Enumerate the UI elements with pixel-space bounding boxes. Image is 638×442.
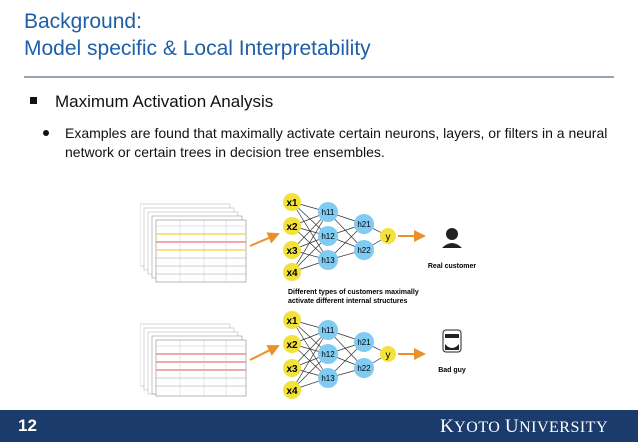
activation-figure: x1 x2 x3 x4 h11 h12 h13 h21 h22 y Real c… — [139, 190, 490, 400]
node-label: h22 — [357, 246, 371, 255]
node-label: h11 — [322, 208, 335, 217]
node-label: h22 — [357, 364, 371, 373]
node-label: y — [386, 232, 391, 243]
figure-svg: x1 x2 x3 x4 h11 h12 h13 h21 h22 y Real c… — [139, 193, 477, 399]
page-number: 12 — [18, 416, 37, 435]
uni-k: K — [439, 416, 455, 437]
bottom-data-table-stack — [139, 323, 247, 397]
node-label: x3 — [286, 364, 298, 375]
top-network-edges — [291, 201, 389, 273]
university-logo-text: KYOTO UNIVERSITY — [440, 416, 608, 438]
top-input-nodes: x1 x2 x3 x4 — [283, 193, 301, 281]
node-label: h21 — [357, 220, 371, 229]
bottom-network-edges — [291, 319, 389, 391]
bullet-1-text: Maximum Activation Analysis — [55, 92, 274, 111]
bottom-input-arrow — [249, 345, 280, 361]
node-label: x4 — [286, 268, 298, 279]
bottom-output-node — [380, 346, 396, 362]
top-hidden-nodes: h11 h12 h13 h21 h22 — [318, 202, 374, 270]
node-label: h11 — [322, 326, 335, 335]
uni-niversity: NIVERSITY — [519, 419, 608, 436]
node-label: h13 — [321, 256, 335, 265]
caption-line-2: activate different internal structures — [288, 298, 408, 305]
node-label: h21 — [357, 338, 371, 347]
real-customer-label: Real customer — [428, 263, 477, 270]
node-label: x1 — [286, 198, 298, 209]
node-label: x1 — [286, 316, 298, 327]
node-label: x2 — [286, 340, 298, 351]
title-divider — [24, 76, 614, 78]
node-label: x3 — [286, 246, 298, 257]
footer-bar: 12 KYOTO UNIVERSITY — [0, 410, 638, 442]
real-customer-icon — [442, 228, 462, 248]
top-output-node — [380, 228, 396, 244]
slide-title: Background: Model specific & Local Inter… — [24, 8, 371, 62]
uni-yoto: YOTO — [454, 419, 505, 436]
round-bullet-icon — [43, 130, 49, 136]
bad-guy-label: Bad guy — [438, 367, 466, 374]
node-label: h12 — [321, 350, 335, 359]
bullet-2-text: Examples are found that maximally activa… — [65, 125, 608, 160]
bullet-level-1: Maximum Activation Analysis — [30, 92, 273, 112]
square-bullet-icon — [30, 97, 37, 105]
title-line-1: Background: — [24, 10, 142, 33]
node-label: x4 — [286, 386, 298, 397]
node-label: h12 — [321, 232, 335, 241]
node-label: y — [386, 350, 391, 361]
title-line-2: Model specific & Local Interpretability — [24, 37, 371, 60]
bullet-level-2: Examples are found that maximally activa… — [43, 124, 618, 162]
top-data-table-stack — [139, 203, 247, 283]
bottom-hidden-nodes: h11 h12 h13 h21 h22 — [318, 320, 374, 388]
node-label: h13 — [321, 374, 335, 383]
caption-line-1: Different types of customers maximally — [288, 289, 419, 296]
node-label: x2 — [286, 222, 298, 233]
bad-guy-icon — [442, 329, 462, 353]
uni-u: U — [504, 416, 520, 437]
top-input-arrow — [249, 232, 280, 247]
bottom-input-nodes: x1 x2 x3 x4 — [283, 311, 301, 399]
